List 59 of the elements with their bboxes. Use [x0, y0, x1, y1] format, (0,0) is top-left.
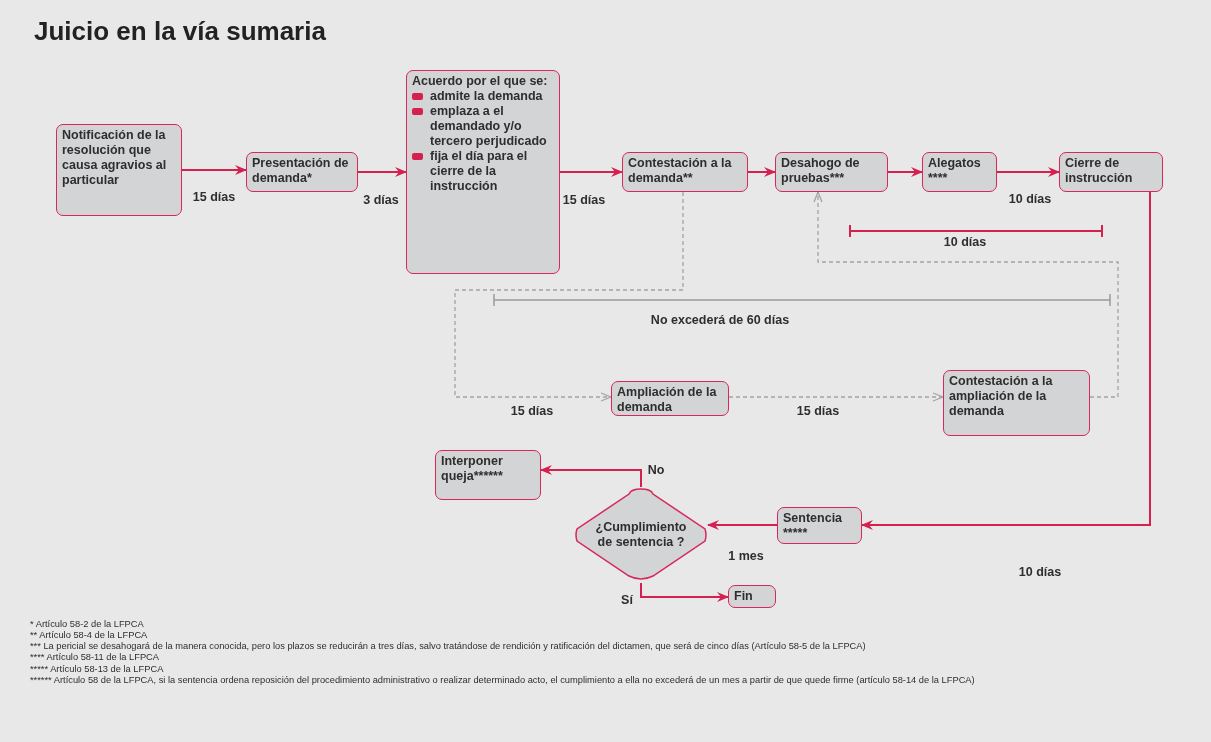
arrow — [747, 167, 776, 177]
process-box — [435, 450, 541, 500]
edge-label: Sí — [619, 593, 635, 607]
process-box — [622, 152, 748, 192]
node-text: Sentencia ***** — [783, 511, 844, 541]
arrow — [728, 392, 944, 402]
node-text: admite la demanda — [430, 89, 543, 104]
diagram-title: Juicio en la vía sumaria — [34, 16, 326, 47]
edge-label: No — [645, 463, 667, 477]
footnote: **** Artículo 58-11 de la LFPCA — [30, 652, 161, 664]
node-text: fija el día para el cierre de la instrucción — [430, 149, 529, 194]
arrow — [181, 165, 247, 175]
edge-label: 10 días — [1006, 192, 1054, 206]
node-text: Contestación a la demanda** — [628, 156, 733, 186]
arrow — [813, 191, 1119, 398]
edge-label: 1 mes — [726, 549, 766, 563]
process-box — [56, 124, 182, 216]
node-text: Notificación de la resolución que causa agravios al particular — [62, 128, 168, 188]
edge-label: 15 días — [560, 193, 608, 207]
process-box — [775, 152, 888, 192]
node-text: ¿Cumplimiento de sentencia ? — [594, 520, 688, 550]
arrow — [540, 465, 642, 488]
node-text: Acuerdo por el que se: — [412, 74, 549, 89]
footnote: *** La pericial se desahogará de la manera conocida, pero los plazos se reducirán a tres días, salvo tratándose de rendición y ratificación del dictamen, que será de cinco días (Artículo 58-5 de la LFPCA) — [30, 641, 867, 653]
node-text: Contestación a la ampliación de la demanda — [949, 374, 1054, 419]
process-box — [922, 152, 997, 192]
process-box — [777, 507, 862, 544]
node-text: Cierre de instrucción — [1065, 156, 1134, 186]
footnote: ***** Artículo 58-13 de la LFPCA — [30, 663, 165, 675]
node-text: Presentación de demanda* — [252, 156, 350, 186]
arrow — [887, 167, 923, 177]
node-text: Alegatos **** — [928, 156, 982, 186]
arrow — [357, 167, 407, 177]
edge-label: 10 días — [1016, 565, 1064, 579]
arrow — [707, 520, 778, 530]
edge-label: 15 días — [190, 190, 238, 204]
dimension-label: 10 días — [943, 235, 987, 249]
process-box — [246, 152, 358, 192]
node-text: Desahogo de pruebas*** — [781, 156, 861, 186]
arrow — [559, 167, 623, 177]
process-box — [943, 370, 1090, 436]
footnote: ** Artículo 58-4 de la LFPCA — [30, 630, 149, 642]
edge-label: 15 días — [794, 404, 842, 418]
arrow — [454, 191, 684, 402]
process-box — [611, 381, 729, 416]
edge-label: 15 días — [508, 404, 556, 418]
process-box — [728, 585, 776, 608]
node-text: Ampliación de la demanda — [617, 385, 718, 415]
edge-label: 3 días — [361, 193, 401, 207]
footnote: ****** Artículo 58 de la LFPCA, si la sentencia ordena reposición del procedimiento administrativo o realizar determinado acto, el cumplimiento a ella no excederá de un mes a partir de que quede firme (artículo 58-14 de la LFPCA) — [30, 674, 976, 686]
arrow — [861, 191, 1151, 530]
footnote: * Artículo 58-2 de la LFPCA — [30, 619, 145, 631]
node-text: Fin — [734, 589, 754, 604]
arrow — [640, 582, 729, 602]
process-box — [1059, 152, 1163, 192]
dimension-label: No excederá de 60 días — [650, 313, 790, 327]
node-text: Interponer queja****** — [441, 454, 504, 484]
process-box — [406, 70, 560, 274]
arrow — [996, 167, 1060, 177]
